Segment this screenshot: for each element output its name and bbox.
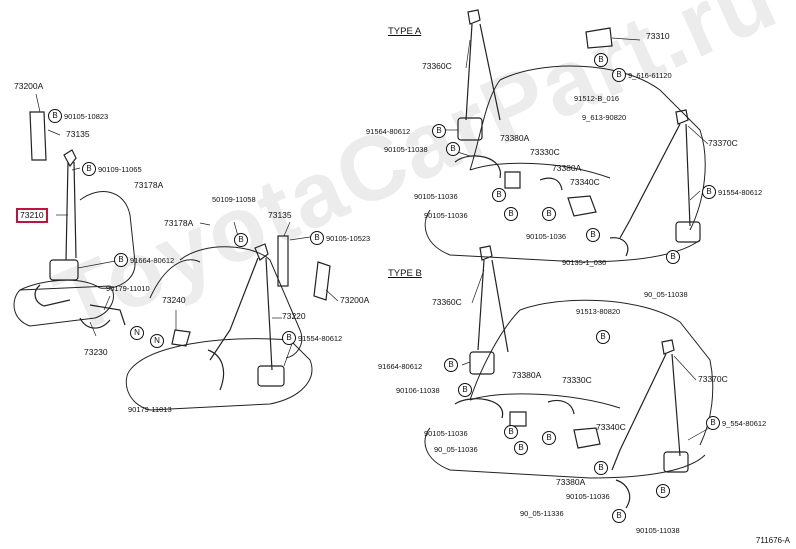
bolt-marker: B [586, 228, 600, 242]
label-90179-11010: 90179-11010 [106, 284, 150, 293]
label-90105-11038-a: 90105-11038 [384, 145, 428, 154]
bolt-marker: B [706, 416, 720, 430]
label-73340c-b: 73340C [596, 422, 626, 432]
type-a-seat [424, 65, 706, 263]
label-73330c-a: 73330C [530, 147, 560, 157]
label-73230: 73230 [84, 347, 108, 357]
bolt-marker: B [594, 53, 608, 67]
label-9-613-90820: 9_613-90820 [582, 113, 627, 122]
bolt-marker: B [656, 484, 670, 498]
label-9-616-61120: 9_616-61120 [628, 71, 672, 80]
bolt-marker: B [432, 124, 446, 138]
label-90-05-11036-b: 90_05-11036 [434, 445, 478, 454]
label-73135-top: 73135 [66, 129, 90, 139]
label-90-05-11038-a: 90_05-11038 [644, 290, 688, 299]
label-91664-80612: 91664-80612 [130, 256, 175, 265]
nut-marker: N [130, 326, 144, 340]
label-90106-11038-b: 90106-11038 [396, 386, 440, 395]
label-90105-11036-b: 90105-11036 [424, 211, 468, 220]
label-73200a-2: 73200A [340, 295, 370, 305]
label-91564-80612: 91564-80612 [366, 127, 411, 136]
label-90105-10523: 90105-10523 [326, 234, 371, 243]
bolt-marker: B [514, 441, 528, 455]
label-90105-11036-b1: 90105-11036 [424, 429, 468, 438]
bolt-marker: B [542, 207, 556, 221]
label-73380a-a2: 73380A [552, 163, 582, 173]
label-91512-b016: 91512-B_016 [574, 94, 620, 103]
label-73178a-2: 73178A [164, 218, 194, 228]
left-rear-belt [171, 235, 331, 391]
bolt-marker: B [702, 185, 716, 199]
label-9-554-80612-b: 9_554-80612 [722, 419, 767, 428]
bolt-marker: B [596, 330, 610, 344]
label-73380a-a: 73380A [500, 133, 530, 143]
highlighted-part-73210[interactable]: 73210 [16, 208, 48, 223]
diagram-reference: 711676-A [755, 536, 790, 545]
label-73200a-top: 73200A [14, 81, 44, 91]
bolt-marker: B [458, 383, 472, 397]
nut-marker: N [150, 334, 164, 348]
label-73310: 73310 [646, 31, 670, 41]
label-73340c-a: 73340C [570, 177, 600, 187]
left-rear-seat [125, 246, 313, 411]
label-73380a-b2: 73380A [556, 477, 586, 487]
label-90105-11036-a: 90105-11036 [414, 192, 458, 201]
label-73178a-1: 73178A [134, 180, 164, 190]
label-90105-1036-a: 90105-1036 [526, 232, 567, 241]
label-91513-80820-b: 91513-80820 [576, 307, 621, 316]
bolt-marker: B [444, 358, 458, 372]
type-a-belts [454, 9, 701, 257]
label-90-05-11336-b: 90_05-11336 [520, 509, 564, 518]
label-91554-80612-a: 91554-80612 [718, 188, 763, 197]
type-a-header: TYPE A [388, 26, 422, 37]
bolt-marker: B [542, 431, 556, 445]
bolt-marker: B [504, 207, 518, 221]
label-73360c-b: 73360C [432, 297, 462, 307]
label-73370c-a: 73370C [708, 138, 738, 148]
bolt-marker: B [310, 231, 324, 245]
bolt-marker: B [612, 68, 626, 82]
bolt-marker: B [48, 109, 62, 123]
label-73330c-b: 73330C [562, 375, 592, 385]
label-90109-11065: 90109-11065 [98, 165, 142, 174]
label-90135-1036-a: 90135-1_036 [562, 258, 607, 267]
label-73220: 73220 [282, 311, 306, 321]
label-90105-11036-b2: 90105-11036 [566, 492, 610, 501]
bolt-marker: B [446, 142, 460, 156]
label-73360c-a: 73360C [422, 61, 452, 71]
label-73240: 73240 [162, 295, 186, 305]
bolt-marker: B [666, 250, 680, 264]
bolt-marker: B [234, 233, 248, 247]
label-73135-2: 73135 [268, 210, 292, 220]
bolt-marker: B [504, 425, 518, 439]
label-50109-11058: 50109-11058 [212, 195, 256, 204]
label-73370c-b: 73370C [698, 374, 728, 384]
bolt-marker: B [492, 188, 506, 202]
bolt-marker: B [82, 162, 96, 176]
bolt-marker: B [114, 253, 128, 267]
type-b-header: TYPE B [388, 268, 422, 279]
label-90105-11038-b2: 90105-11038 [636, 526, 680, 535]
label-90179-11013: 90179-11013 [128, 405, 172, 414]
label-73380a-b: 73380A [512, 370, 542, 380]
bolt-marker: B [594, 461, 608, 475]
label-91664-80612-b: 91664-80612 [378, 362, 423, 371]
label-91554-80612: 91554-80612 [298, 334, 343, 343]
left-front-belt [29, 111, 126, 329]
type-b-belts [454, 245, 689, 509]
label-90105-10823: 90105-10823 [64, 112, 109, 121]
bolt-marker: B [282, 331, 296, 345]
bolt-marker: B [612, 509, 626, 523]
